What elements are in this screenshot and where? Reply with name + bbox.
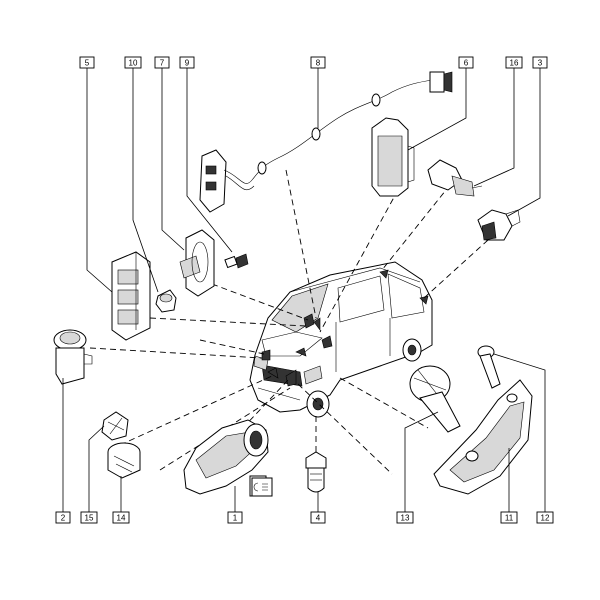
callout-6: 6 (458, 56, 474, 69)
part-6-lamp-lens (371, 117, 415, 197)
part-11-panel (433, 379, 533, 495)
callout-label: 5 (85, 59, 90, 68)
callout-13: 13 (396, 511, 414, 524)
callout-label: 13 (401, 514, 410, 523)
callout-4: 4 (310, 511, 326, 524)
part-13-handle (409, 365, 461, 433)
callout-label: 6 (464, 59, 469, 68)
callout-7: 7 (154, 56, 170, 69)
callout-16: 16 (505, 56, 523, 69)
location-dashed-lines (89, 169, 489, 475)
leader-lines (62, 68, 546, 512)
part-14-bulb-holder (107, 442, 141, 479)
callout-label: 1 (233, 514, 238, 523)
part-2-round-switch (53, 329, 93, 385)
callout-label: 12 (541, 514, 550, 523)
callout-14: 14 (112, 511, 130, 524)
part-7-switch-bezel (179, 229, 215, 297)
part-9-screw (224, 253, 249, 269)
van-illustration (249, 261, 433, 418)
callout-label: 9 (185, 59, 190, 68)
part-16-sensor (427, 159, 483, 197)
callout-15: 15 (80, 511, 98, 524)
callout-label: 10 (129, 59, 138, 68)
callout-label: 2 (61, 514, 66, 523)
callout-label: 14 (117, 514, 126, 523)
callout-label: 3 (538, 59, 543, 68)
part-4-bulb (305, 451, 327, 493)
part-3-connector (477, 209, 521, 241)
callout-11: 11 (500, 511, 518, 524)
callout-10: 10 (124, 56, 142, 69)
callout-label: 8 (316, 59, 321, 68)
part-8-wiring-harness (199, 71, 453, 213)
callout-12: 12 (536, 511, 554, 524)
callout-label: 11 (505, 514, 514, 523)
lamp-symbol-icon (251, 477, 273, 497)
callout-label: 16 (510, 59, 519, 68)
callout-8: 8 (310, 56, 326, 69)
callout-label: 4 (316, 514, 321, 523)
part-1-lamp-unit (183, 419, 269, 497)
part-12-bolt (477, 345, 501, 389)
part-5-switch-panel (111, 251, 151, 341)
part-15-clip (101, 411, 129, 441)
callout-5: 5 (79, 56, 95, 69)
callout-9: 9 (179, 56, 195, 69)
callout-label: 15 (85, 514, 94, 523)
part-10-knob (155, 289, 177, 313)
callout-1: 1 (227, 511, 243, 524)
callout-2: 2 (55, 511, 71, 524)
callout-3: 3 (532, 56, 548, 69)
callout-label: 7 (160, 59, 165, 68)
